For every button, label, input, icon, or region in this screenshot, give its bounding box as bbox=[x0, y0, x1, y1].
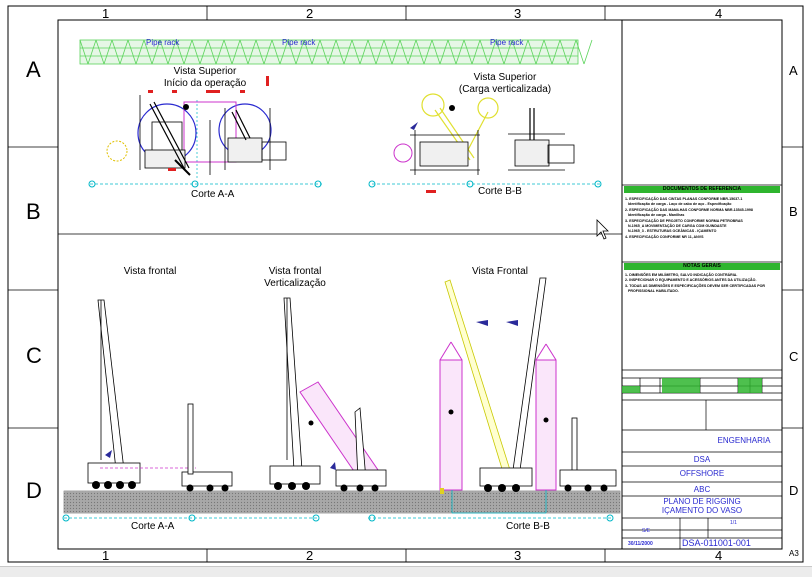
notes-list: 1- DIMENSÕES EM MILÍMETRO, SALVO INDICAÇ… bbox=[625, 273, 780, 295]
grid-col-3-bottom: 3 bbox=[514, 548, 522, 563]
note-item: PROFISSIONAL HABILITADO. bbox=[625, 289, 679, 294]
title-block-frame bbox=[621, 19, 783, 550]
area-label: ABC bbox=[693, 485, 711, 494]
outer-border bbox=[7, 5, 804, 563]
front-crane-1 bbox=[87, 299, 233, 492]
top-cut-a-label: Corte A-A bbox=[191, 189, 235, 200]
front-view-2-title: Vista frontal Verticalização bbox=[264, 266, 326, 289]
ref-docs-header: DOCUMENTOS DE REFERENCIA bbox=[624, 186, 780, 193]
unit-label: OFFSHORE bbox=[679, 469, 725, 478]
scale-value: S/E bbox=[642, 528, 651, 534]
front-crane-2 bbox=[269, 297, 387, 492]
front-cut-a-label: Corte A-A bbox=[131, 521, 175, 532]
grid-col-2-bottom: 2 bbox=[306, 548, 314, 563]
top-view-right-title: Vista Superior (Carga verticalizada) bbox=[458, 72, 552, 95]
notes-header: NOTAS GERAIS bbox=[624, 263, 780, 270]
grid-row-c: C bbox=[26, 343, 42, 368]
grid-row-d-right: D bbox=[789, 483, 799, 498]
pipe-rack-label-2: Pipe rack bbox=[282, 38, 316, 47]
drawing-date: 30/11/2000 bbox=[628, 541, 653, 547]
sheet-size-label: A3 bbox=[789, 549, 799, 558]
grid-row-d: D bbox=[26, 478, 42, 503]
status-bar bbox=[0, 566, 812, 577]
grid-col-1-top: 1 bbox=[102, 6, 110, 21]
ref-doc-item: N-1965_A MOVIMENTAÇÃO DE CARGA COM GUIND… bbox=[625, 224, 727, 229]
front-view-3-title: Vista Frontal bbox=[472, 266, 528, 277]
client-label: DSA bbox=[693, 455, 711, 464]
grid-col-4-bottom: 4 bbox=[715, 548, 723, 563]
ref-doc-item: 2- ESPECIFICAÇÃO DAS MANILHAS CONFORME N… bbox=[625, 207, 753, 212]
pipe-rack bbox=[79, 39, 593, 65]
pipe-rack-label-1: Pipe rack bbox=[146, 38, 180, 47]
drawing-number: DSA-011001-001 bbox=[682, 538, 751, 548]
ref-doc-item: N-1965_3 - ESTRUTURAS OCEÂNICAS - IÇAMEN… bbox=[625, 229, 717, 234]
front-view-1-title: Vista frontal bbox=[123, 266, 177, 277]
note-item: 2- INSPECIONAR O EQUIPAMENTO E ACESSÓRIO… bbox=[625, 278, 757, 283]
department-label: ENGENHARIA bbox=[717, 436, 771, 445]
note-item: 1- DIMENSÕES EM MILÍMETRO, SALVO INDICAÇ… bbox=[625, 273, 738, 277]
ref-doc-item: 3- ESPECIFICAÇÃO DE PROJETO CONFORME NOR… bbox=[625, 218, 743, 223]
ref-doc-item: 1- ESPECIFICAÇÃO DAS CINTAS PLANAS CONFO… bbox=[625, 197, 743, 201]
grid-row-b: B bbox=[26, 199, 41, 224]
grid-col-3-top: 3 bbox=[514, 6, 522, 21]
sheet-number: 1/1 bbox=[730, 520, 737, 526]
top-view-left bbox=[88, 76, 322, 188]
grid-col-1-bottom: 1 bbox=[102, 548, 110, 563]
top-view-right bbox=[368, 93, 602, 193]
ref-doc-item: Identificação de carga - Laço de cabo de… bbox=[625, 202, 732, 207]
note-item: 3- TODAS AS DIMENSÕES E ESPECIFICAÇÕES D… bbox=[625, 283, 765, 288]
grid-row-c-right: C bbox=[789, 349, 799, 364]
front-crane-3 bbox=[439, 277, 617, 514]
grid-row-a: A bbox=[26, 57, 41, 82]
drawing-title: PLANO DE RIGGING IÇAMENTO DO VASO bbox=[661, 497, 743, 515]
grid-row-a-right: A bbox=[789, 63, 798, 78]
grid-col-4-top: 4 bbox=[715, 6, 723, 21]
top-cut-b-label: Corte B-B bbox=[478, 186, 522, 197]
front-cut-b-label: Corte B-B bbox=[506, 521, 550, 532]
grid-row-b-right: B bbox=[789, 204, 798, 219]
top-view-left-title: Vista Superior Início da operação bbox=[163, 66, 247, 89]
ref-doc-item: Identificação de carga - Manilhas bbox=[625, 213, 685, 218]
ref-docs-list: 1- ESPECIFICAÇÃO DAS CINTAS PLANAS CONFO… bbox=[625, 197, 780, 240]
pipe-rack-label-3: Pipe rack bbox=[490, 38, 524, 47]
ref-doc-item: 4- ESPECIFICAÇÃO CONFORME NR 11, ANVS bbox=[625, 234, 704, 239]
grid-col-2-top: 2 bbox=[306, 6, 314, 21]
mouse-cursor-icon bbox=[596, 219, 609, 240]
